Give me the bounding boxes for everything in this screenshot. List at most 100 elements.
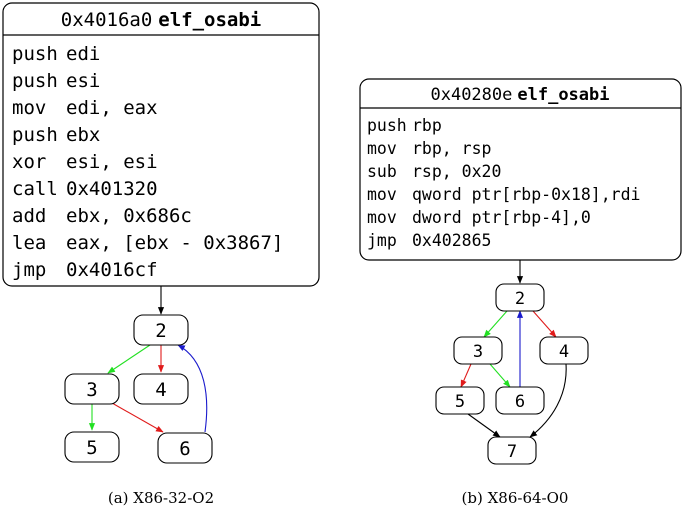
- instruction-opcode: mov: [367, 208, 397, 227]
- instruction-row: mov dword ptr[rbp-4],0: [367, 208, 591, 227]
- instruction-opcode: xor: [12, 151, 46, 173]
- instruction-operands: rbp, rsp: [412, 139, 491, 158]
- instruction-operands: rsp, 0x20: [412, 162, 501, 181]
- edge-5-to-7: [467, 413, 501, 438]
- node-box: [64, 373, 120, 405]
- node-label: 2: [515, 289, 525, 309]
- instruction-operands: 0x401320: [66, 178, 158, 200]
- instruction-row: jmp 0x4016cf: [12, 259, 158, 281]
- instruction-operands: qword ptr[rbp-0x18],rdi: [412, 185, 640, 204]
- edge-2-to-4: [532, 310, 557, 338]
- node-box: [133, 314, 189, 346]
- nodes-a: 2 3 4 5 6: [64, 314, 213, 464]
- instruction-operands: rbp: [412, 116, 442, 135]
- node-label: 2: [155, 320, 166, 342]
- caption-b: (b) X86-64-O0: [462, 489, 569, 507]
- node-label: 6: [515, 392, 525, 412]
- instruction-row: mov qword ptr[rbp-0x18],rdi: [367, 185, 640, 204]
- block-function-name: elf_osabi: [158, 9, 261, 31]
- node-box: [495, 386, 545, 415]
- block-frame: [359, 78, 682, 261]
- instruction-opcode: sub: [367, 162, 397, 181]
- node-box: [495, 283, 545, 312]
- cfg-node: 2: [133, 314, 189, 346]
- instruction-opcode: mov: [367, 185, 397, 204]
- cfg-node: 4: [133, 373, 189, 405]
- cfg-node: 2: [495, 283, 545, 312]
- node-label: 4: [559, 342, 569, 362]
- instruction-row: mov rbp, rsp: [367, 139, 491, 158]
- instruction-row: sub rsp, 0x20: [367, 162, 501, 181]
- instruction-opcode: mov: [12, 97, 46, 119]
- cfg-node: 7: [487, 436, 537, 465]
- instruction-opcode: jmp: [12, 259, 46, 281]
- instruction-operands: esi: [66, 70, 100, 92]
- cfg-node: 4: [539, 336, 589, 365]
- block-function-name: elf_osabi: [517, 85, 609, 105]
- instruction-opcode: mov: [367, 139, 397, 158]
- instruction-opcode: add: [12, 205, 46, 227]
- instruction-operands: ebx, 0x686c: [66, 205, 192, 227]
- instruction-operands: edi: [66, 43, 100, 65]
- instruction-row: add ebx, 0x686c: [12, 205, 192, 227]
- edge-2-to-3: [107, 344, 151, 374]
- edges-a: [88, 286, 208, 433]
- instruction-operands: 0x402865: [412, 231, 491, 250]
- instruction-row: xor esi, esi: [12, 151, 158, 173]
- nodes-b: 2 3 4 5 6 7: [435, 283, 589, 465]
- instruction-operands: eax, [ebx - 0x3867]: [66, 232, 283, 254]
- node-label: 5: [86, 437, 97, 459]
- edge-3-to-5: [460, 363, 472, 388]
- edge-6-to-2: [177, 344, 208, 433]
- node-label: 4: [155, 379, 166, 401]
- cfg-node: 6: [157, 432, 213, 464]
- instruction-operands: 0x4016cf: [66, 259, 158, 281]
- edge-2-to-3: [483, 310, 508, 338]
- block-address: 0x40280e: [430, 85, 512, 105]
- instruction-row: mov edi, eax: [12, 97, 158, 119]
- node-label: 3: [86, 379, 97, 401]
- cfg-node: 5: [435, 386, 485, 415]
- instruction-operands: esi, esi: [66, 151, 158, 173]
- node-label: 3: [473, 342, 483, 362]
- node-box: [64, 431, 120, 463]
- instruction-opcode: call: [12, 178, 58, 200]
- instruction-row: call 0x401320: [12, 178, 158, 200]
- node-label: 7: [507, 442, 517, 462]
- instruction-opcode: lea: [12, 232, 46, 254]
- cfg-node: 6: [495, 386, 545, 415]
- cfg-node: 3: [64, 373, 120, 405]
- instruction-opcode: push: [12, 70, 58, 92]
- node-box: [435, 386, 485, 415]
- cfg-node: 5: [64, 431, 120, 463]
- instruction-opcode: push: [12, 43, 58, 65]
- instruction-operands: edi, eax: [66, 97, 158, 119]
- edge-3-to-6: [111, 402, 164, 433]
- instruction-row: lea eax, [ebx - 0x3867]: [12, 232, 283, 254]
- node-box: [539, 336, 589, 365]
- instruction-opcode: push: [367, 116, 407, 135]
- node-box: [487, 436, 537, 465]
- instruction-opcode: jmp: [367, 231, 397, 250]
- node-label: 5: [455, 392, 465, 412]
- instruction-opcode: push: [12, 124, 58, 146]
- edge-3-to-6: [489, 363, 511, 388]
- caption-a: (a) X86-32-O2: [108, 489, 214, 507]
- instruction-row: jmp 0x402865: [367, 231, 491, 250]
- instruction-operands: ebx: [66, 124, 100, 146]
- cfg-node: 3: [453, 336, 503, 365]
- instruction-operands: dword ptr[rbp-4],0: [412, 208, 591, 227]
- node-box: [157, 432, 213, 464]
